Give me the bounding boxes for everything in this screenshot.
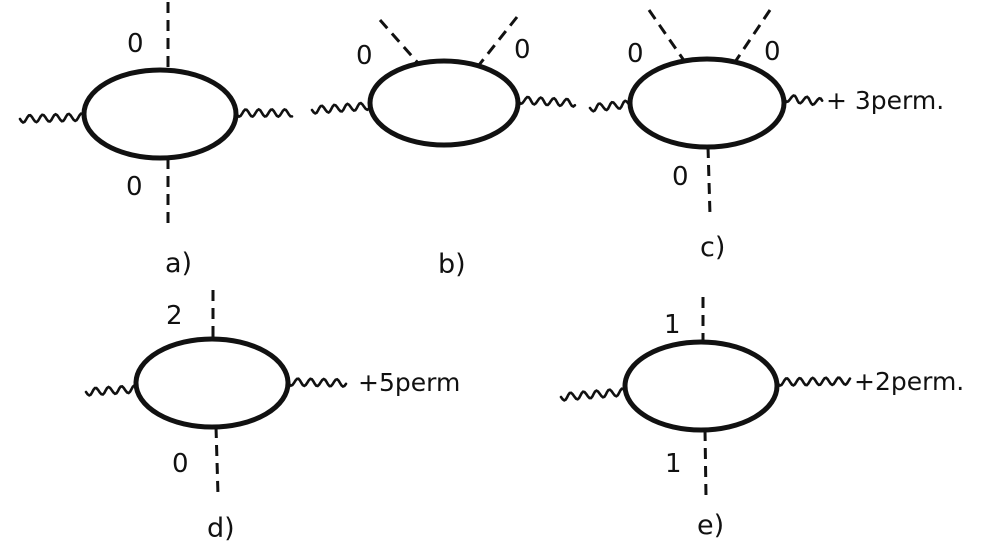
diagram-d-caption: d)	[207, 513, 235, 543]
diagram-b-caption: b)	[438, 249, 466, 280]
diagram-d-label-bottom: 0	[172, 449, 189, 479]
diagram-c-label-bottom: 0	[672, 162, 689, 192]
diagram-c-loop	[627, 56, 787, 150]
diagram-c-photon-left	[588, 99, 632, 113]
diagram-c-scalar-upper-left	[647, 9, 687, 63]
diagram-e-photon-right	[775, 376, 852, 388]
diagram-d-photon-left	[84, 384, 138, 397]
diagram-a-label-top: 0	[127, 29, 144, 59]
diagram-d-label-top: 2	[166, 301, 183, 331]
diagram-c: 0 0 0 + 3perm. c)	[588, 9, 944, 263]
diagram-c-photon-right	[782, 94, 824, 107]
diagram-a-loop	[81, 67, 239, 161]
diagram-b-photon-right	[516, 95, 577, 108]
diagram-b-label-upper-left: 0	[356, 41, 373, 71]
diagram-b-scalar-upper-right	[477, 16, 519, 66]
diagram-b-label-upper-right: 0	[514, 35, 531, 65]
diagram-e-label-top: 1	[664, 310, 681, 340]
diagram-b-scalar-upper-left	[378, 19, 420, 64]
diagram-b-photon-left	[310, 101, 372, 115]
diagram-d-loop	[133, 336, 291, 430]
diagram-c-scalar-upper-right	[733, 9, 772, 63]
diagram-a-caption: a)	[165, 248, 192, 279]
diagram-b-loop	[367, 58, 521, 148]
diagram-a-photon-left	[18, 112, 86, 124]
diagram-a-label-bottom: 0	[126, 172, 143, 202]
diagram-e-scalar-bottom	[703, 429, 708, 498]
diagram-e-loop	[622, 339, 780, 433]
diagram-c-scalar-bottom	[706, 146, 712, 216]
diagram-c-permutations: + 3perm.	[826, 86, 944, 115]
diagram-d-permutations: +5perm	[358, 368, 460, 397]
diagram-c-caption: c)	[700, 232, 725, 263]
diagram-d: 2 0 +5perm d)	[84, 290, 460, 543]
diagram-e-photon-left	[559, 387, 627, 402]
diagram-a: 0 0 a)	[18, 2, 294, 279]
diagram-c-label-upper-right: 0	[764, 37, 781, 67]
diagram-e-permutations: +2perm.	[854, 367, 964, 396]
diagram-d-scalar-bottom	[214, 426, 220, 496]
diagram-b: 0 0 b)	[310, 16, 577, 280]
diagram-e: 1 1 +2perm. e)	[559, 297, 964, 541]
diagram-e-caption: e)	[697, 510, 724, 541]
diagram-e-label-bottom: 1	[665, 449, 682, 479]
diagram-d-photon-right	[286, 377, 348, 389]
diagram-c-label-upper-left: 0	[627, 39, 644, 69]
diagram-a-photon-right	[234, 107, 294, 119]
